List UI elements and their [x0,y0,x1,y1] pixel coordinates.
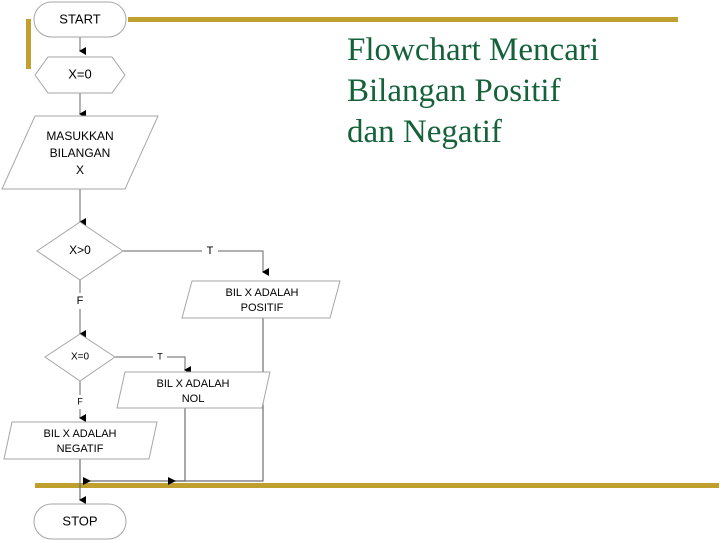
title-line-2: Bilangan Positif [347,73,561,109]
edge-label-dec1-false: F [72,293,88,309]
slide-title: Flowchart Mencari Bilangan Positif dan N… [347,30,707,153]
top-accent-rule [128,17,678,22]
node-stop-label: STOP [62,513,97,528]
edge-label-dec2-false-text: F [77,396,83,406]
node-output-positif-line-2: POSITIF [241,302,284,314]
node-start[interactable]: START [33,1,127,38]
node-output-negatif-line-1: BIL X ADALAH [44,428,117,440]
connector-dec2-true [115,356,191,374]
node-output-negatif-line-2: NEGATIF [57,443,104,455]
node-input-label-line-2: BILANGAN [50,146,111,160]
edge-label-dec1-true-text: T [207,245,214,257]
title-line-3: dan Negatif [347,114,502,150]
edge-label-dec2-false: F [73,395,87,409]
node-output-nol-line-2: NOL [182,393,205,405]
node-input[interactable]: MASUKKAN BILANGAN X [1,115,159,190]
node-input-label-line-3: X [76,163,84,177]
connector-nol-to-merge [168,408,186,485]
node-decision-zero-label: X=0 [71,352,90,363]
node-input-label-line-1: MASUKKAN [46,129,113,143]
edge-label-dec2-true-text: T [157,351,163,361]
node-decision-positive-label: X>0 [69,243,91,257]
left-accent-bar [26,19,31,69]
node-output-negatif[interactable]: BIL X ADALAH NEGATIF [3,421,158,460]
node-start-label: START [59,11,100,26]
edge-label-dec1-true: T [202,243,218,259]
node-stop[interactable]: STOP [33,503,127,540]
node-output-nol[interactable]: BIL X ADALAH NOL [116,371,271,409]
node-init[interactable]: X=0 [34,56,126,94]
node-output-positif-line-1: BIL X ADALAH [226,287,299,299]
node-decision-positive[interactable]: X>0 [36,221,124,281]
bottom-accent-rule [35,483,719,488]
edge-label-dec2-true: T [153,350,167,364]
connector-dec1-true [123,250,269,276]
node-output-nol-line-1: BIL X ADALAH [157,378,230,390]
node-init-label: X=0 [68,66,92,81]
edge-label-dec1-false-text: F [77,295,84,307]
title-line-1: Flowchart Mencari [347,32,599,68]
node-decision-zero[interactable]: X=0 [44,333,116,382]
node-output-positif[interactable]: BIL X ADALAH POSITIF [181,280,341,319]
